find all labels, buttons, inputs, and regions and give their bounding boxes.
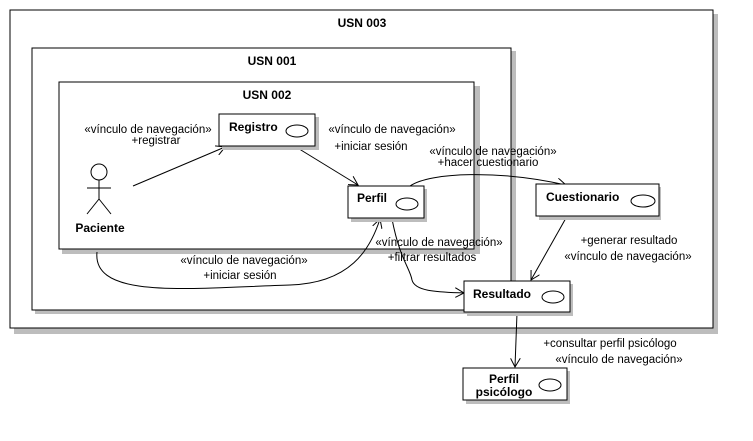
node-perfil-psicologo-label-line1: Perfil [489,372,519,386]
node-registro[interactable]: Registro [218,113,319,150]
edge-label-stereotype: «vínculo de navegación» [375,237,502,249]
frame-usn-002: USN 002 [58,81,480,254]
edge-label-stereotype: «vínculo de navegación» [84,124,211,136]
edge-label-stereotype: «vínculo de navegación» [180,255,307,267]
node-registro-label: Registro [229,120,278,134]
node-cuestionario-label: Cuestionario [546,190,619,204]
node-perfil[interactable]: Perfil [347,185,427,222]
edge-cuestionario-resultado[interactable] [531,217,567,280]
node-resultado[interactable]: Resultado [463,280,573,316]
edge-perfil-cuestionario[interactable] [409,174,566,186]
edge-label-action: +consultar perfil psicólogo [543,338,676,350]
node-perfil-psicologo-label-line2: psicólogo [476,385,533,399]
edge-label-stereotype: «vínculo de navegación» [564,251,691,263]
edge-label-action: +filtrar resultados [388,252,477,264]
node-cuestionario[interactable]: Cuestionario [535,183,661,220]
usecase-icon [285,124,309,138]
usecase-icon [630,194,656,208]
edge-label-action: +registrar [132,135,181,147]
edge-label-action: +hacer cuestionario [438,157,539,169]
edge-paciente-perfil[interactable] [96,219,380,290]
edge-label-stereotype: «vínculo de navegación» [328,124,455,136]
frame-usn-001-title: USN 001 [248,54,297,68]
node-perfil-label: Perfil [357,191,387,205]
frame-usn-002-title: USN 002 [243,88,292,102]
edge-label-action: +iniciar sesión [203,270,276,282]
edge-labels: «vínculo de navegación» +registrar «vínc… [84,124,691,366]
edge-resultado-psicologo[interactable] [515,312,517,367]
edge-perfil-resultado[interactable] [391,218,464,293]
actor-paciente[interactable]: Paciente [75,163,125,235]
usecase-icon [541,290,565,304]
frame-usn-003-title: USN 003 [338,16,387,30]
node-resultado-label: Resultado [473,287,531,301]
edge-label-stereotype: «vínculo de navegación» [429,146,556,158]
actor-paciente-label: Paciente [75,221,125,235]
edge-paciente-registro[interactable] [132,147,225,187]
node-perfil-psicologo[interactable]: Perfil psicólogo [462,367,570,404]
edge-label-action: +generar resultado [581,235,678,247]
usecase-icon [538,378,562,392]
edge-label-stereotype: «vínculo de navegación» [555,354,682,366]
usecase-icon [395,197,419,211]
edge-label-action: +iniciar sesión [334,141,407,153]
edge-registro-perfil[interactable] [295,146,358,185]
actor-head [90,163,108,181]
edges [96,146,567,367]
